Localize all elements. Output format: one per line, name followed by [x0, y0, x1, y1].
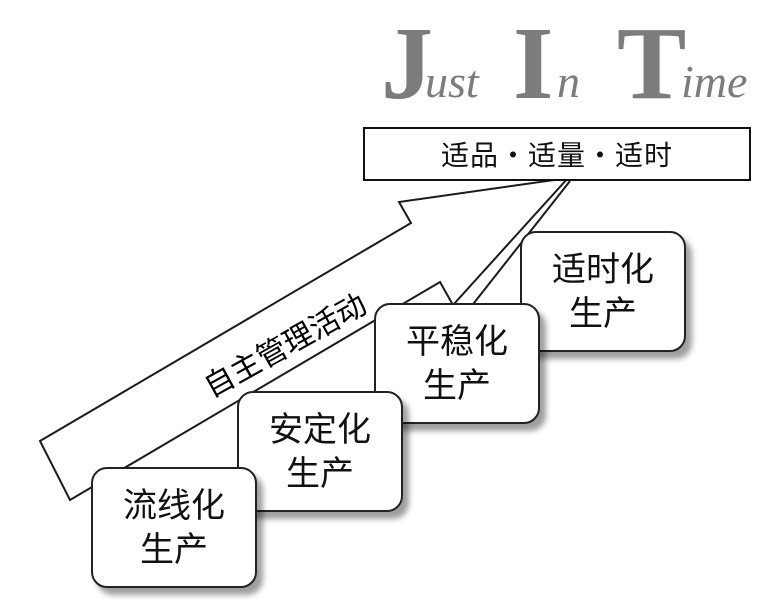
- step-3-line2: 生产: [423, 365, 491, 406]
- jit-rest-ust: ust: [425, 56, 479, 107]
- step-4-line2: 生产: [569, 293, 637, 334]
- jit-initial-i: I: [513, 6, 554, 121]
- self-management-arrow: [38, 176, 571, 502]
- step-1-line1: 流线化: [123, 485, 225, 526]
- jit-initial-t: T: [617, 6, 687, 121]
- step-2-line1: 安定化: [269, 409, 371, 450]
- goal-label: 适品・适量・适时: [440, 139, 673, 172]
- step-flow-line-production: 流线化 生产: [91, 467, 257, 588]
- step-stabilized-production: 安定化 生产: [237, 391, 403, 512]
- jit-initial-j: J: [381, 6, 433, 121]
- step-just-in-time-production: 适时化 生产: [520, 231, 686, 352]
- step-3-line1: 平稳化: [406, 321, 508, 362]
- step-2-line2: 生产: [286, 453, 354, 494]
- step-4-line1: 适时化: [552, 249, 654, 290]
- jit-rest-n: n: [557, 56, 580, 107]
- jit-title: J ust I n T ime: [381, 12, 761, 116]
- step-leveled-production: 平稳化 生产: [374, 303, 540, 424]
- goal-box: 适品・适量・适时: [363, 127, 751, 181]
- jit-rest-ime: ime: [681, 56, 748, 107]
- step-1-line2: 生产: [140, 529, 208, 570]
